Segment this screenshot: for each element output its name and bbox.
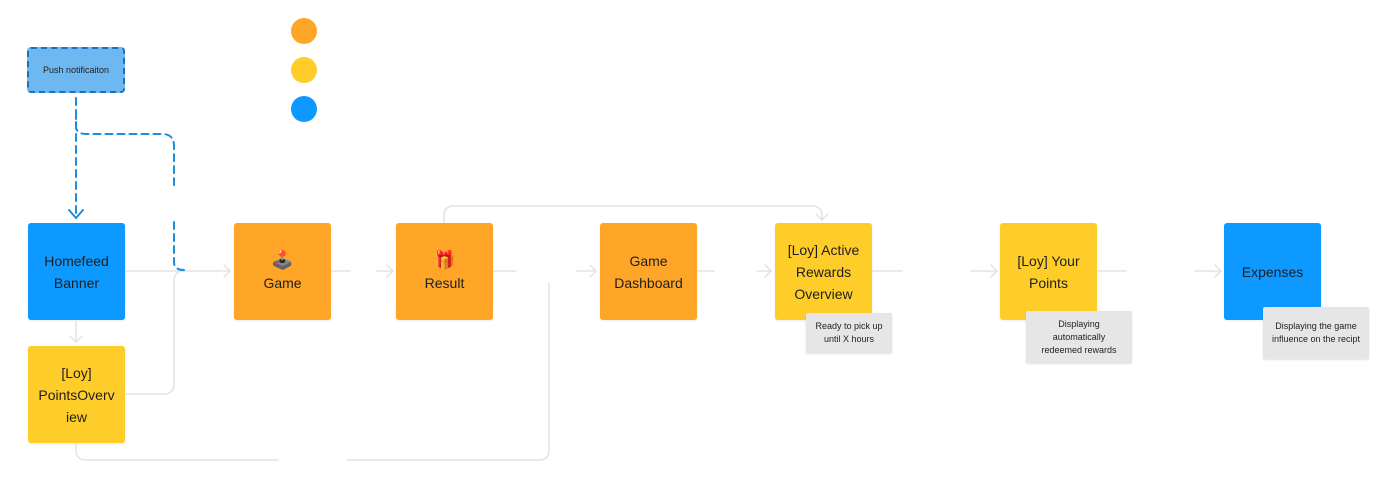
game-dashboard-line-2: Dashboard: [614, 274, 683, 291]
result-node[interactable]: 🎁 Result: [396, 223, 493, 320]
arrowhead-points-overview: [69, 335, 83, 343]
your-points-note-line-2: automatically: [1052, 331, 1106, 342]
active-rewards-line-1: [Loy] Active: [787, 241, 860, 258]
dashed-connector-push-game: [75, 111, 175, 187]
expenses-note-line-1: Displaying the game: [1275, 321, 1357, 331]
active-rewards-note-line-1: Ready to pick up: [815, 321, 883, 331]
expenses-note-line-2: influence on the recipt: [1271, 334, 1361, 344]
push-notification-label: Push notificaiton: [42, 65, 110, 75]
gift-icon: 🎁: [433, 249, 456, 270]
points-overview-line-1: [Loy]: [61, 364, 92, 381]
arrowhead-points: [990, 264, 998, 278]
homefeed-banner-node[interactable]: Homefeed Banner: [28, 223, 125, 320]
your-points-note-line-1: Displaying: [1058, 318, 1100, 329]
arrowhead-expenses: [1214, 264, 1222, 278]
homefeed-banner-line-1: Homefeed: [44, 252, 109, 269]
legend-dot-blue: [291, 96, 317, 122]
arrowhead-rewards-top: [815, 213, 829, 221]
your-points-line-1: [Loy] Your: [1017, 252, 1080, 269]
arrowhead-rewards: [764, 264, 772, 278]
arrowhead-dashboard: [589, 264, 597, 278]
legend-dot-orange: [291, 18, 317, 44]
expenses-node[interactable]: Expenses: [1224, 223, 1321, 320]
push-notification-node[interactable]: Push notificaiton: [27, 47, 125, 93]
expenses-label: Expenses: [1241, 263, 1304, 280]
game-dashboard-node[interactable]: Game Dashboard: [600, 223, 697, 320]
homefeed-banner-line-2: Banner: [53, 274, 100, 291]
your-points-line-2: Points: [1029, 274, 1068, 291]
points-overview-line-2: PointsOverv: [38, 386, 115, 403]
active-rewards-note-line-2: until X hours: [823, 334, 875, 344]
expenses-note: Displaying the game influence on the rec…: [1263, 307, 1369, 359]
your-points-node[interactable]: [Loy] Your Points: [1000, 223, 1097, 320]
points-overview-line-3: iew: [65, 408, 87, 425]
points-overview-node[interactable]: [Loy] PointsOverv iew: [28, 346, 125, 443]
connector-result-rewards-top: [443, 205, 823, 223]
active-rewards-node[interactable]: [Loy] Active Rewards Overview: [775, 223, 872, 320]
connector-bottom-to-result: [346, 282, 550, 461]
result-label: Result: [424, 274, 465, 291]
arrowhead-result: [386, 264, 394, 278]
your-points-note-line-3: redeemed rewards: [1041, 344, 1117, 355]
legend-dot-yellow: [291, 57, 317, 83]
connector-points-overview-bottom: [75, 443, 279, 461]
game-node[interactable]: 🕹️ Game: [234, 223, 331, 320]
active-rewards-line-3: Overview: [794, 285, 853, 302]
joystick-icon: 🕹️: [271, 249, 294, 270]
game-dashboard-line-1: Game: [629, 252, 668, 269]
active-rewards-line-2: Rewards: [795, 263, 852, 280]
connector-points-overview-game: [125, 270, 185, 395]
dashed-arrowhead-homefeed: [68, 209, 84, 220]
game-label: Game: [263, 274, 302, 291]
dashed-connector-push-game-tail: [173, 221, 185, 271]
your-points-note: Displaying automatically redeemed reward…: [1026, 311, 1132, 363]
active-rewards-note: Ready to pick up until X hours: [806, 313, 892, 353]
arrowhead-game: [223, 264, 231, 278]
